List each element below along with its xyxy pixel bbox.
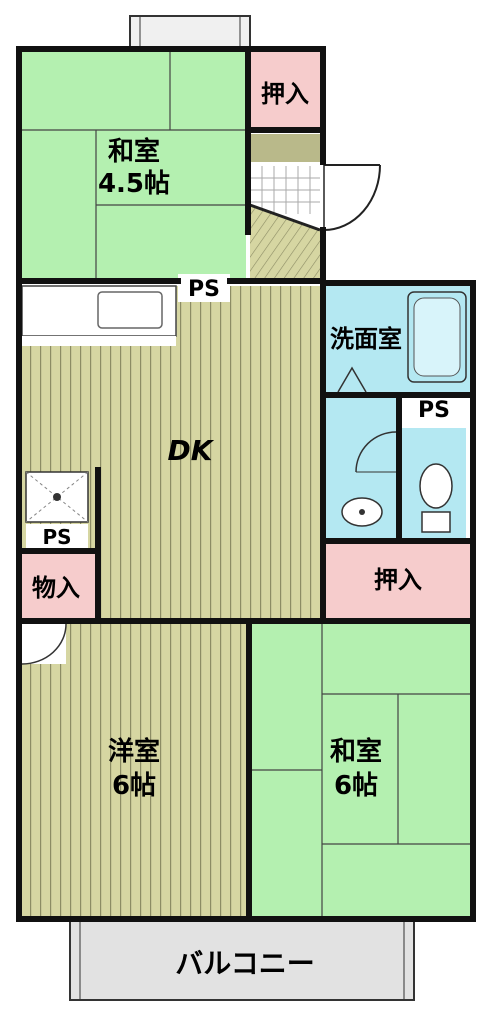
oshiire-top-label: 押入	[261, 80, 309, 108]
oshiire-right: 押入	[326, 544, 470, 618]
laundry-space	[25, 471, 89, 523]
oshiire-right-label: 押入	[374, 566, 422, 594]
walls	[16, 46, 476, 922]
washitsu-bottom: 和室 6帖	[252, 624, 470, 916]
washitsu-top-size: 4.5帖	[98, 169, 170, 199]
ps-center-label: PS	[188, 277, 220, 302]
ps-center: PS	[178, 274, 230, 302]
oshiire-top: 押入	[250, 52, 320, 128]
monoire: 物入	[22, 552, 96, 618]
yoshitsu: 洋室 6帖	[21, 623, 246, 916]
washitsu-top: 和室 4.5帖	[22, 52, 246, 278]
balcony: バルコニー	[69, 919, 415, 1001]
dk-label: DK	[168, 434, 215, 467]
senmenshitsu-label: 洗面室	[330, 325, 402, 353]
senmenshitsu: 洗面室	[326, 286, 470, 393]
monoire-label: 物入	[32, 574, 80, 602]
ps-left: PS	[26, 524, 88, 550]
ps-left-label: PS	[42, 525, 71, 549]
yoshitsu-size: 6帖	[112, 771, 156, 801]
washitsu-bottom-name: 和室	[330, 736, 382, 767]
ps-right-label: PS	[418, 398, 450, 423]
washitsu-top-name: 和室	[108, 136, 160, 167]
balcony-label: バルコニー	[175, 947, 314, 980]
entrance	[249, 134, 381, 278]
toilet	[402, 428, 466, 538]
ps-right: PS	[400, 394, 466, 424]
bathroom	[326, 398, 397, 538]
washitsu-bottom-size: 6帖	[334, 771, 378, 801]
yoshitsu-name: 洋室	[108, 736, 160, 767]
top-ledge	[129, 15, 251, 49]
